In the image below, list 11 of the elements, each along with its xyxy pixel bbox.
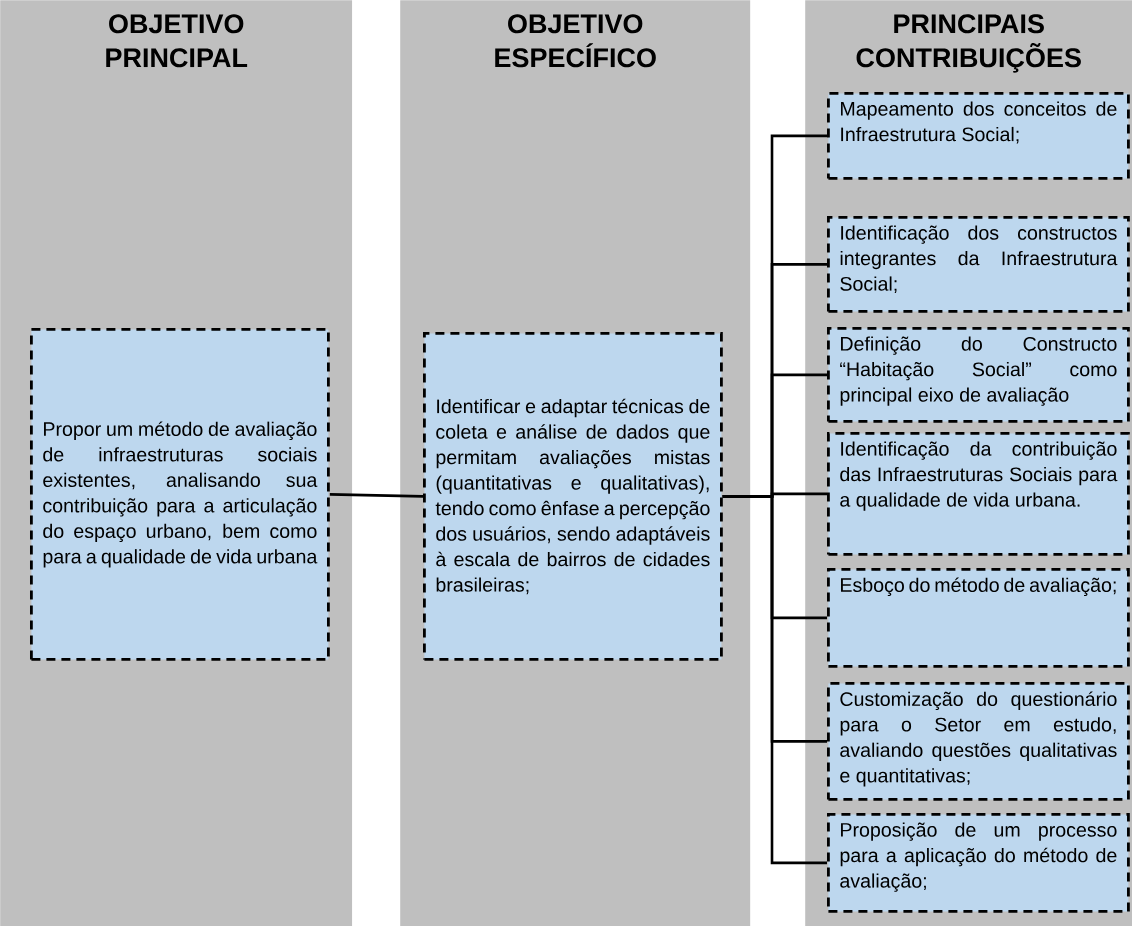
text-box: Propor um método de avaliação de infraestruturas sociais existentes, analisando sua contribuição para a articulação do espaço urbano, bem como para a qualidade de vida urbana [30,328,330,661]
text-box: Identificação da contribuição das Infraestruturas Sociais para a qualidade de vida urbana. [827,432,1130,556]
text-box: Identificar e adaptar técnicas de coleta e análise de dados que permitam avaliações mistas (quantitativas e qualitativas), tendo como ênfase a percepção dos usuários, sendo adaptáveis à escala de bairros de cidades brasileiras; [423,332,723,661]
text-box: Definição do Constructo “Habitação Social” como principal eixo de avaliação [827,327,1130,423]
text-box: Customização do questionário para o Setor em estudo, avaliando questões qualitativas e quantitativas; [827,682,1130,801]
connector-line [329,493,424,498]
connector-line [722,495,827,865]
text-box: Identificação dos constructos integrantes da Infraestrutura Social; [827,216,1130,313]
text-box: Esboço do método de avaliação; [827,568,1130,668]
text-box: Mapeamento dos conceitos de Infraestrutura Social; [827,92,1130,180]
text-box: Proposição de um processo para a aplicação do método de avaliação; [827,813,1130,913]
